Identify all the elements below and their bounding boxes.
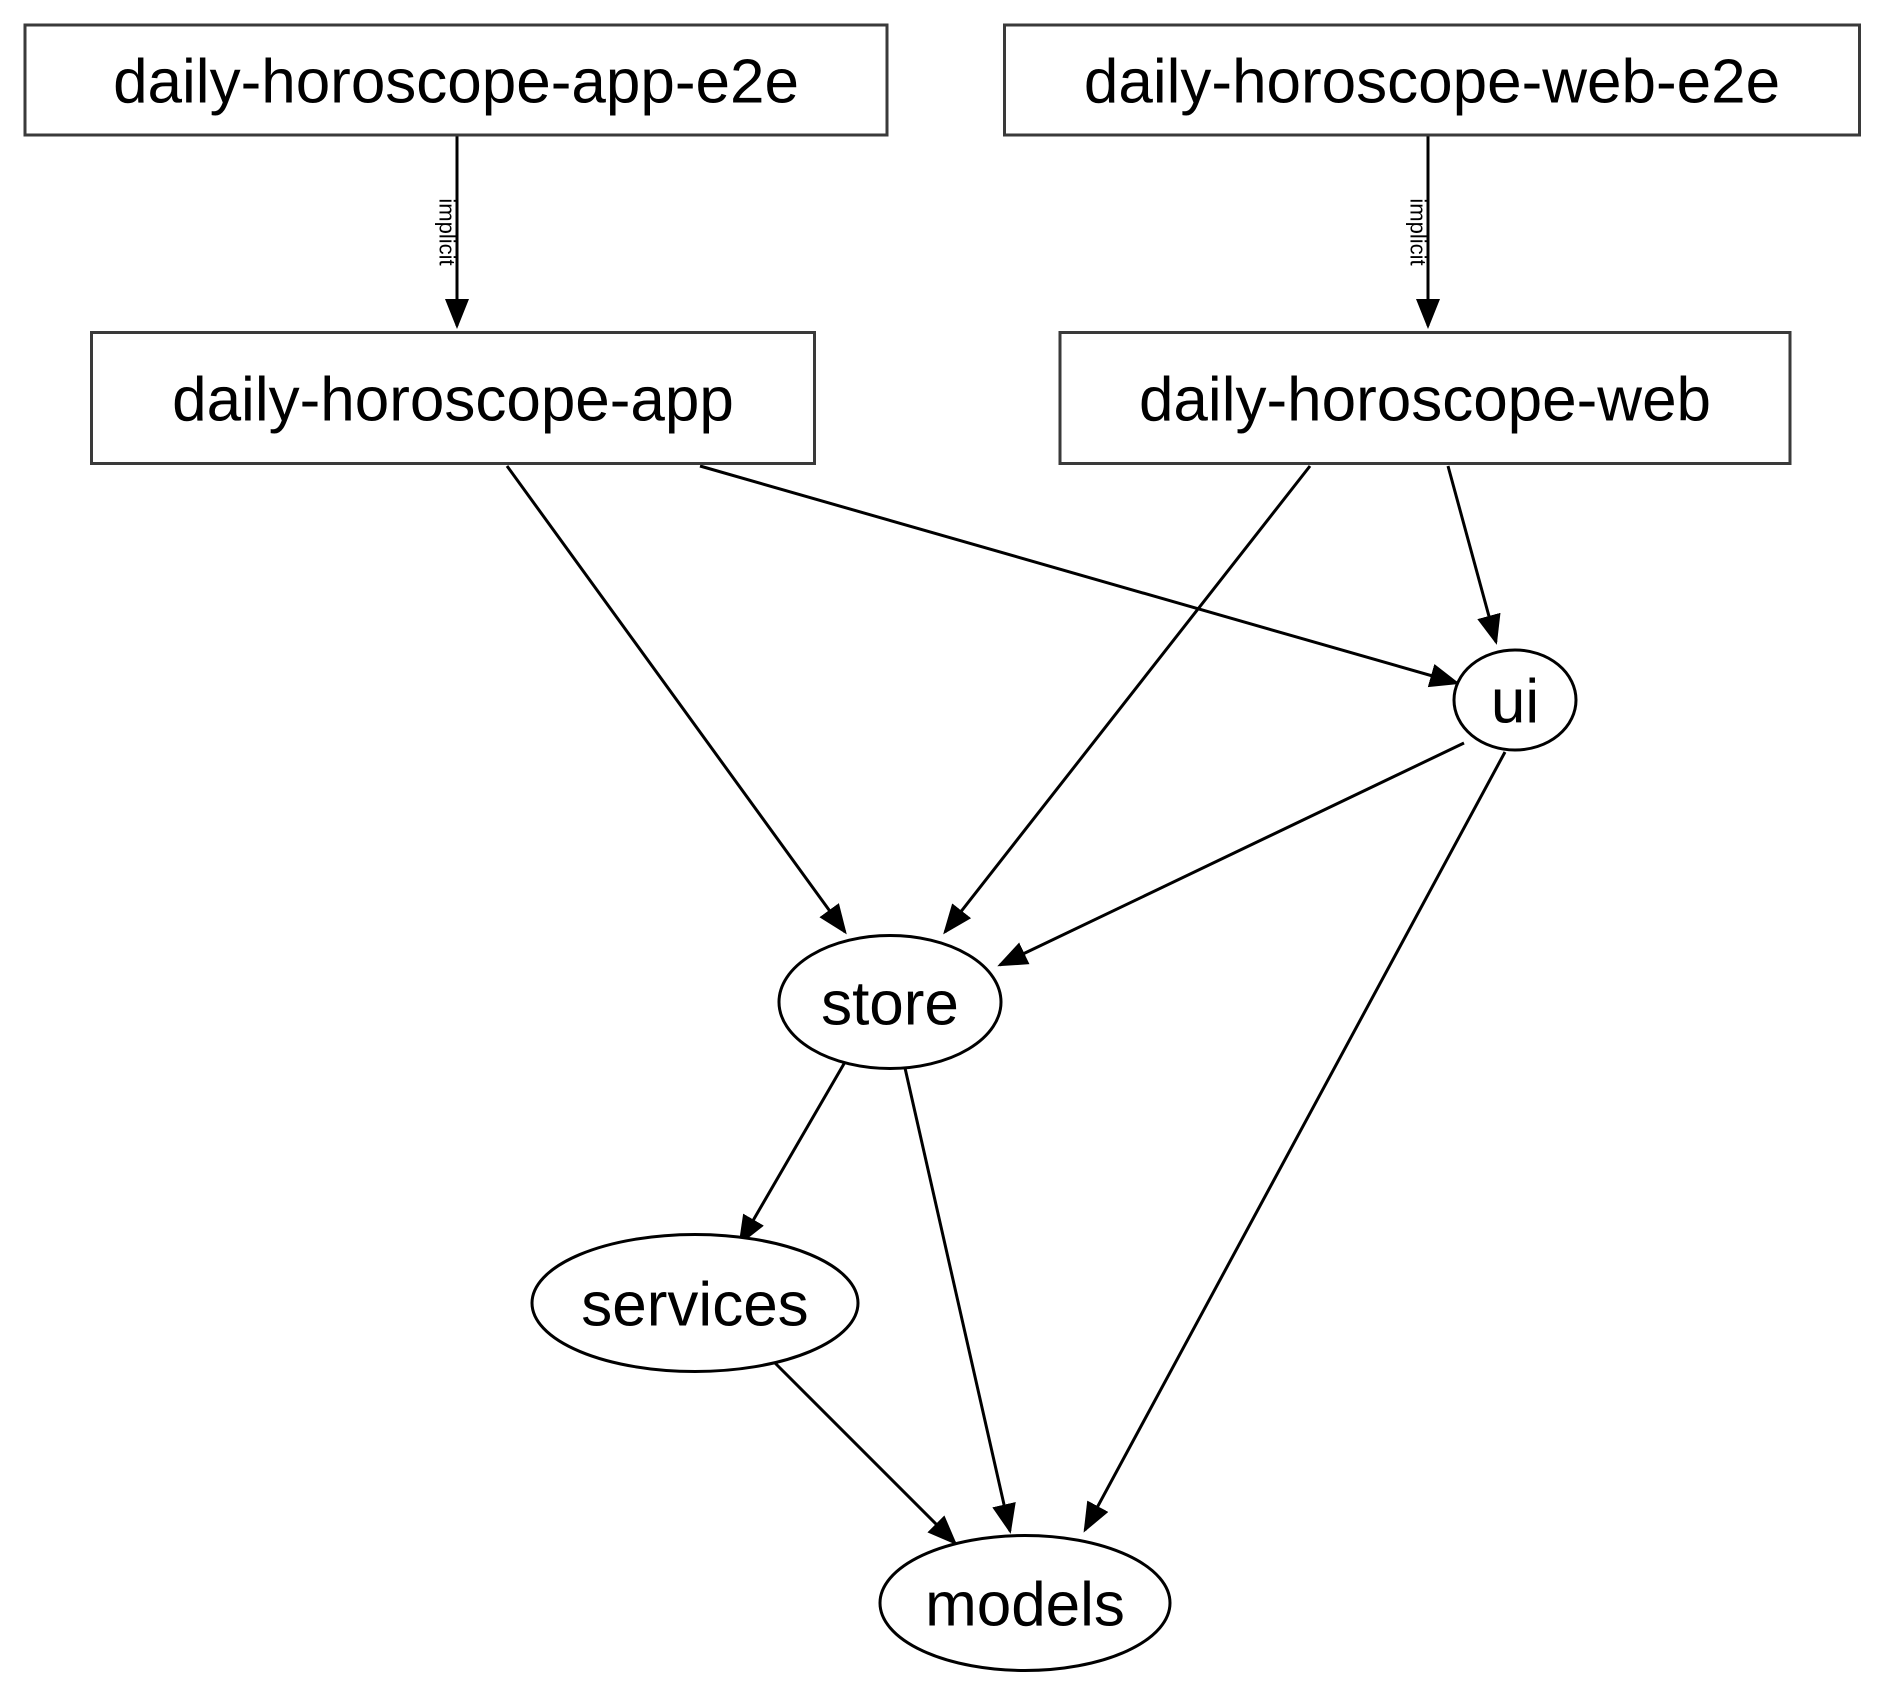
node-shape-box-daily-horoscope-web[interactable] [1058, 331, 1792, 465]
node-shape-ellipse-services[interactable] [530, 1233, 860, 1373]
edge-daily-horoscope-web-to-store [943, 465, 1312, 935]
node-daily-horoscope-web-e2e[interactable]: daily-horoscope-web-e2e [1003, 23, 1861, 137]
node-label-daily-horoscope-web: daily-horoscope-web [1139, 366, 1711, 435]
edge-label-e2e-web-to-web: implicit [1406, 198, 1431, 265]
node-shape-ellipse-store[interactable] [777, 934, 1003, 1070]
node-label-daily-horoscope-app-e2e: daily-horoscope-app-e2e [113, 48, 799, 117]
node-shape-ellipse-ui[interactable] [1452, 648, 1578, 752]
edge-ui-to-models [1083, 751, 1507, 1533]
node-daily-horoscope-app[interactable]: daily-horoscope-app [90, 331, 816, 465]
node-store[interactable]: store [777, 934, 1003, 1070]
node-shape-box-daily-horoscope-app-e2e[interactable] [23, 23, 889, 137]
node-services[interactable]: services [530, 1233, 860, 1373]
nodes-layer: daily-horoscope-app-e2e daily-horoscope-w… [23, 23, 1861, 1672]
node-shape-box-daily-horoscope-web-e2e[interactable] [1003, 23, 1861, 137]
node-ui[interactable]: ui [1452, 648, 1578, 752]
node-daily-horoscope-app-e2e[interactable]: daily-horoscope-app-e2e [23, 23, 889, 137]
node-shape-box-daily-horoscope-app[interactable] [90, 331, 816, 465]
edge-daily-horoscope-app-to-store [505, 465, 847, 935]
edge-services-to-models [768, 1356, 958, 1546]
node-label-services: services [581, 1271, 808, 1340]
node-daily-horoscope-web[interactable]: daily-horoscope-web [1058, 331, 1792, 465]
node-label-ui: ui [1491, 668, 1539, 737]
edge-labels-layer: implicit implicit [435, 198, 1431, 265]
edge-daily-horoscope-app-to-ui [699, 464, 1460, 688]
edge-store-to-services [738, 1061, 847, 1246]
node-label-store: store [821, 970, 959, 1039]
edge-label-e2e-app-to-app: implicit [435, 198, 460, 265]
edge-daily-horoscope-web-to-ui [1446, 465, 1501, 645]
edge-ui-to-store [997, 741, 1465, 967]
node-label-models: models [925, 1571, 1125, 1640]
edge-store-to-models [903, 1067, 1016, 1534]
node-label-daily-horoscope-app: daily-horoscope-app [172, 366, 734, 435]
node-shape-ellipse-models[interactable] [878, 1534, 1172, 1672]
node-label-daily-horoscope-web-e2e: daily-horoscope-web-e2e [1084, 48, 1780, 117]
edges-layer [445, 136, 1507, 1546]
node-models[interactable]: models [878, 1534, 1172, 1672]
